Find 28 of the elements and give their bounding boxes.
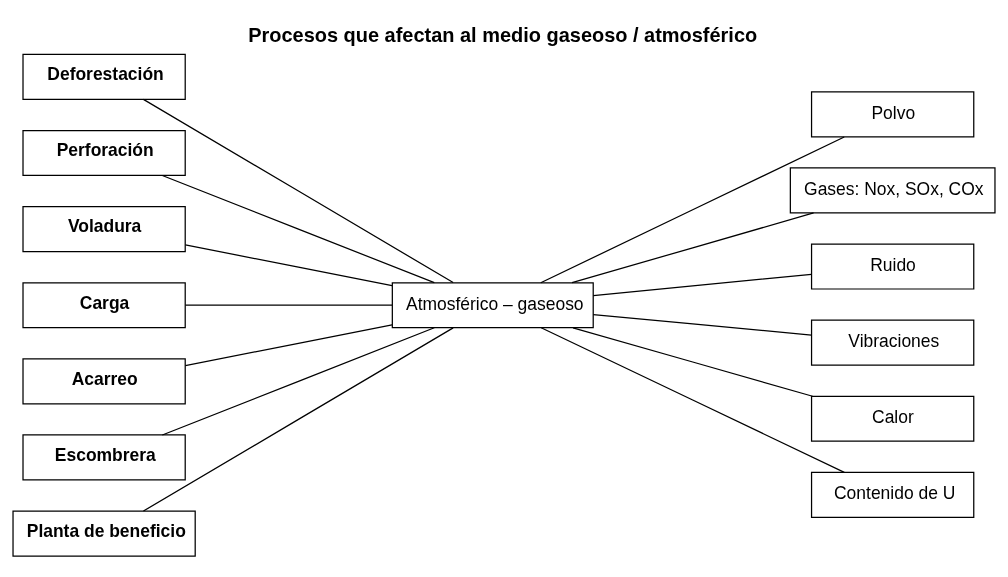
diagram-title: Procesos que afectan al medio gaseoso / atmosférico <box>248 23 758 46</box>
node-box: Contenido de U <box>810 471 975 518</box>
connector <box>184 304 393 306</box>
connector <box>540 326 845 473</box>
node-box: Voladura <box>22 205 186 252</box>
connector <box>572 326 814 397</box>
connector <box>161 174 435 283</box>
node-box: Ruido <box>810 242 975 290</box>
node-box: Atmosférico – gaseoso <box>391 281 594 328</box>
connector <box>161 326 435 436</box>
node-box: Acarreo <box>22 357 186 404</box>
connector <box>142 98 454 283</box>
node-box: Perforación <box>22 129 186 176</box>
connector <box>592 273 813 296</box>
node-box: Calor <box>810 395 975 442</box>
node-box: Deforestación <box>22 53 186 100</box>
node-box: Polvo <box>810 90 975 137</box>
node-box: Escombrera <box>22 433 186 481</box>
connector <box>184 323 393 366</box>
connector <box>142 326 454 512</box>
node-box: Carga <box>22 281 186 328</box>
connector <box>592 313 813 336</box>
node-box: Planta de beneficio <box>12 509 196 557</box>
connector <box>540 135 845 283</box>
connector <box>571 211 815 283</box>
node-box: Vibraciones <box>810 319 975 366</box>
connector <box>184 243 393 286</box>
node-box: Gases: Nox, SOx, COx <box>789 166 996 213</box>
